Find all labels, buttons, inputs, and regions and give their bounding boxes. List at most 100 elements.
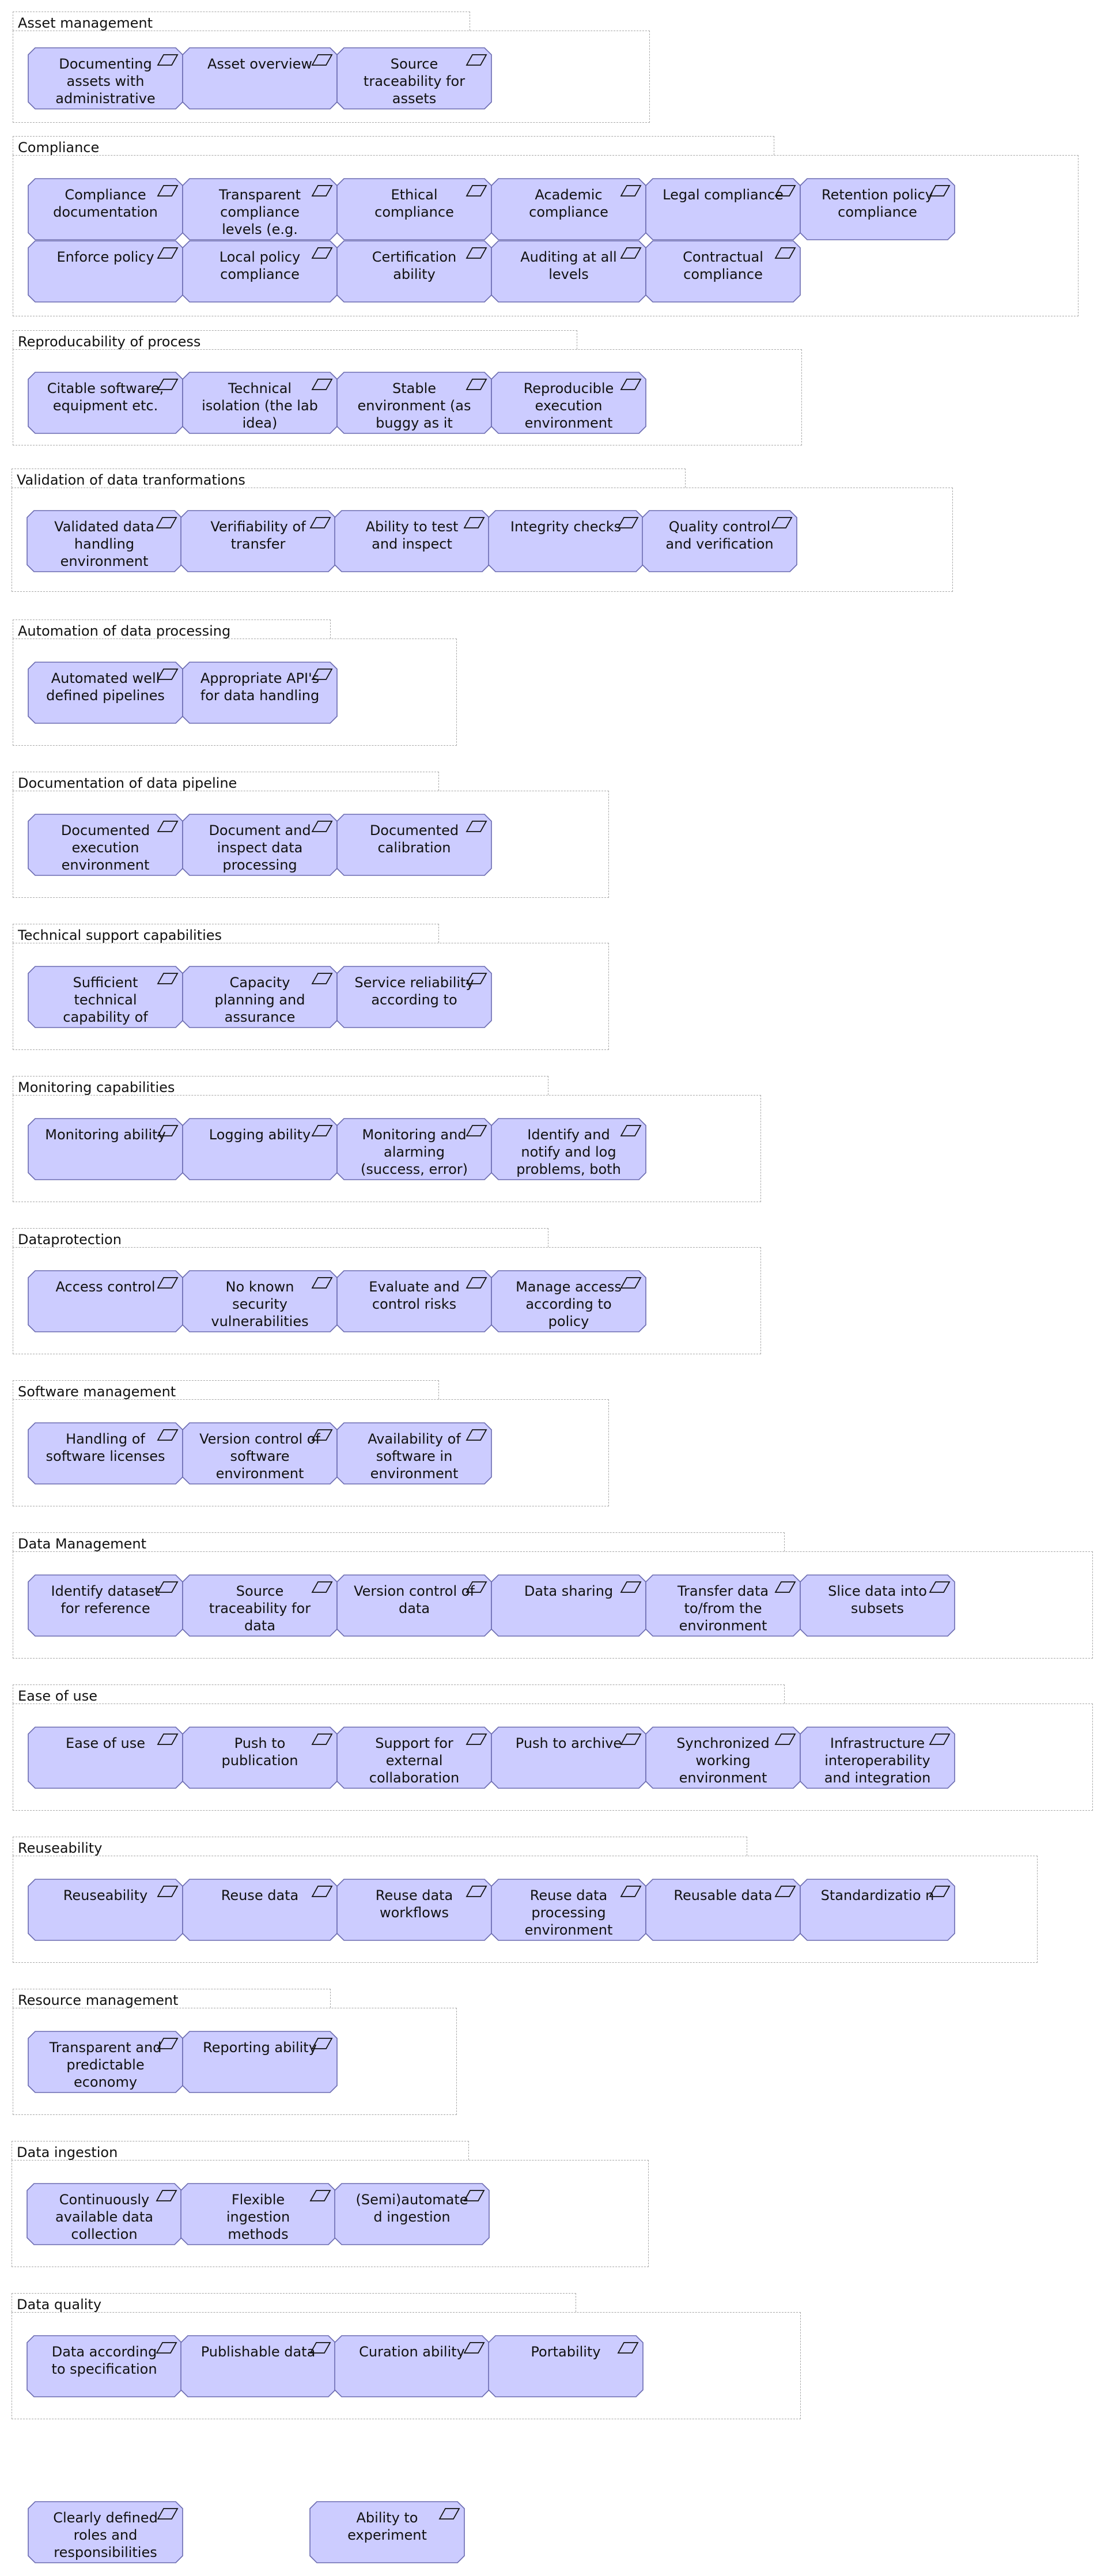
goal-element-handling-of-software-licenses[interactable]: Handling of software licenses: [28, 1422, 183, 1485]
element-shape: [491, 372, 646, 434]
goal-element-monitoring-and-alarming-success-error[interactable]: Monitoring and alarming (success, error): [336, 1118, 492, 1180]
group-asset-management[interactable]: Asset management: [13, 12, 650, 123]
element-body: [182, 662, 338, 724]
goal-element-manage-access-according-to-policy[interactable]: Manage access according to policy: [491, 1270, 646, 1332]
group-technical-support-capabilities[interactable]: Technical support capabilities: [13, 924, 609, 1050]
goal-element-citable-software-equipment-etc[interactable]: Citable software, equipment etc.: [28, 372, 183, 434]
goal-element-reusable-data[interactable]: Reusable data: [645, 1879, 801, 1941]
group-dataprotection[interactable]: Dataprotection: [13, 1228, 761, 1354]
goal-element-source-traceability-for-data[interactable]: Source traceability for data: [182, 1574, 338, 1637]
element-label: Transparent compliance levels (e.g.: [218, 187, 301, 237]
goal-element-availability-of-software-in-environment[interactable]: Availability of software in environment: [336, 1422, 492, 1485]
goal-element-data-according-to-specification[interactable]: Data according to specification: [27, 2335, 182, 2397]
group-data-management[interactable]: Data Management: [13, 1532, 1093, 1659]
goal-element-support-for-external-collaboration[interactable]: Support for external collaboration: [336, 1727, 492, 1789]
goal-element-clearly-defined-roles-and-responsibilities[interactable]: Clearly defined roles and responsibiliti…: [28, 2501, 183, 2563]
group-reuseability[interactable]: Reuseability: [13, 1837, 1038, 1963]
goal-element-monitoring-ability[interactable]: Monitoring ability: [28, 1118, 183, 1180]
goal-element-identify-and-notify-and-log-problems-both[interactable]: Identify and notify and log problems, bo…: [491, 1118, 646, 1180]
goal-element-source-traceability-for-assets[interactable]: Source traceability for assets: [336, 47, 492, 109]
element-body: [336, 1118, 492, 1180]
group-body: [13, 2008, 457, 2115]
goal-element-ability-to-test-and-inspect[interactable]: Ability to test and inspect: [334, 510, 490, 572]
goal-element-local-policy-compliance[interactable]: Local policy compliance: [182, 240, 338, 303]
element-shape: [491, 240, 646, 303]
group-compliance[interactable]: Compliance: [13, 136, 1078, 316]
goal-element-automated-well-defined-pipelines[interactable]: Automated well defined pipelines: [28, 662, 183, 724]
element-body: [182, 47, 338, 109]
goal-element-publishable-data[interactable]: Publishable data: [180, 2335, 336, 2397]
goal-element-reporting-ability[interactable]: Reporting ability: [182, 2031, 338, 2093]
goal-element-push-to-archive[interactable]: Push to archive: [491, 1727, 646, 1789]
group-data-ingestion[interactable]: Data ingestion: [12, 2141, 649, 2267]
goal-element-legal-compliance[interactable]: Legal compliance: [645, 178, 801, 240]
goal-element-transfer-data-to-from-the-environment[interactable]: Transfer data to/from the environment: [645, 1574, 801, 1637]
goal-element-evaluate-and-control-risks[interactable]: Evaluate and control risks: [336, 1270, 492, 1332]
goal-element-verifiability-of-transfer[interactable]: Verifiability of transfer: [180, 510, 336, 572]
goal-element-appropriate-api-s-for-data-handling[interactable]: Appropriate API's for data handling: [182, 662, 338, 724]
goal-element-integrity-checks[interactable]: Integrity checks: [488, 510, 644, 572]
goal-element-no-known-security-vulnerabilities[interactable]: No known security vulnerabilities: [182, 1270, 338, 1332]
group-documentation-of-data-pipeline[interactable]: Documentation of data pipeline: [13, 772, 609, 898]
goal-element-push-to-publication[interactable]: Push to publication: [182, 1727, 338, 1789]
goal-element-version-control-of-data[interactable]: Version control of data: [336, 1574, 492, 1637]
goal-element-documented-execution-environment[interactable]: Documented execution environment: [28, 814, 183, 876]
goal-element-document-and-inspect-data-processing[interactable]: Document and inspect data processing: [182, 814, 338, 876]
group-resource-management[interactable]: Resource management: [13, 1989, 457, 2115]
goal-element-data-sharing[interactable]: Data sharing: [491, 1574, 646, 1637]
goal-element-ease-of-use[interactable]: Ease of use: [28, 1727, 183, 1789]
goal-element-access-control[interactable]: Access control: [28, 1270, 183, 1332]
goal-element-retention-policy-compliance[interactable]: Retention policy compliance: [800, 178, 955, 240]
goal-element-ability-to-experiment[interactable]: Ability to experiment: [309, 2501, 465, 2563]
goal-element-service-reliability-according-to[interactable]: Service reliability according to: [336, 966, 492, 1028]
goal-element-portability[interactable]: Portability: [488, 2335, 644, 2397]
goal-element-identify-dataset-for-reference[interactable]: Identify dataset for reference: [28, 1574, 183, 1637]
goal-element-reuse-data[interactable]: Reuse data: [182, 1879, 338, 1941]
goal-element-standardizatio-n[interactable]: Standardizatio n: [800, 1879, 955, 1941]
group-software-management[interactable]: Software management: [13, 1380, 609, 1506]
goal-element-slice-data-into-subsets[interactable]: Slice data into subsets: [800, 1574, 955, 1637]
goal-element-reuseability[interactable]: Reuseability: [28, 1879, 183, 1941]
element-label: Push to archive: [515, 1735, 622, 1751]
element-label: No known security vulnerabilities: [211, 1279, 309, 1329]
goal-element-academic-compliance[interactable]: Academic compliance: [491, 178, 646, 240]
group-validation-of-data-tranformations[interactable]: Validation of data tranformations: [12, 469, 953, 592]
goal-parallelogram-icon: [620, 1125, 642, 1136]
goal-element-asset-overview[interactable]: Asset overview: [182, 47, 338, 109]
goal-element-semi-automate-d-ingestion[interactable]: (Semi)automate d ingestion: [334, 2183, 490, 2245]
goal-element-curation-ability[interactable]: Curation ability: [334, 2335, 490, 2397]
goal-element-logging-ability[interactable]: Logging ability: [182, 1118, 338, 1180]
goal-element-continuously-available-data-collection[interactable]: Continuously available data collection: [27, 2183, 182, 2245]
goal-element-compliance-documentation[interactable]: Compliance documentation: [28, 178, 183, 240]
goal-element-ethical-compliance[interactable]: Ethical compliance: [336, 178, 492, 240]
goal-element-stable-environment-as-buggy-as-it[interactable]: Stable environment (as buggy as it: [336, 372, 492, 434]
group-data-quality[interactable]: Data quality: [12, 2293, 801, 2419]
goal-element-sufficient-technical-capability-of[interactable]: Sufficient technical capability of: [28, 966, 183, 1028]
goal-element-certification-ability[interactable]: Certification ability: [336, 240, 492, 303]
goal-element-quality-control-and-verification[interactable]: Quality control and verification: [642, 510, 797, 572]
goal-element-flexible-ingestion-methods[interactable]: Flexible ingestion methods: [180, 2183, 336, 2245]
goal-element-reproducible-execution-environment[interactable]: Reproducible execution environment: [491, 372, 646, 434]
goal-element-version-control-of-software-environment[interactable]: Version control of software environment: [182, 1422, 338, 1485]
group-automation-of-data-processing[interactable]: Automation of data processing: [13, 620, 457, 746]
group-monitoring-capabilities[interactable]: Monitoring capabilities: [13, 1076, 761, 1202]
goal-element-documented-calibration[interactable]: Documented calibration: [336, 814, 492, 876]
group-reproducability-of-process[interactable]: Reproducability of process: [13, 330, 802, 445]
group-title: Automation of data processing: [18, 623, 231, 639]
goal-element-documenting-assets-with-administrative[interactable]: Documenting assets with administrative: [28, 47, 183, 109]
goal-element-enforce-policy[interactable]: Enforce policy: [28, 240, 183, 303]
element-label: Publishable data: [200, 2344, 316, 2360]
goal-element-validated-data-handling-environment[interactable]: Validated data handling environment: [27, 510, 182, 572]
goal-element-transparent-compliance-levels-e-g[interactable]: Transparent compliance levels (e.g.: [182, 178, 338, 240]
goal-element-technical-isolation-the-lab-idea[interactable]: Technical isolation (the lab idea): [182, 372, 338, 434]
element-body: [645, 1727, 801, 1789]
goal-element-synchronized-working-environment[interactable]: Synchronized working environment: [645, 1727, 801, 1789]
goal-element-capacity-planning-and-assurance[interactable]: Capacity planning and assurance: [182, 966, 338, 1028]
goal-element-infrastructure-interoperability-and-integration[interactable]: Infrastructure interoperability and inte…: [800, 1727, 955, 1789]
goal-element-auditing-at-all-levels[interactable]: Auditing at all levels: [491, 240, 646, 303]
goal-element-reuse-data-processing-environment[interactable]: Reuse data processing environment: [491, 1879, 646, 1941]
goal-element-contractual-compliance[interactable]: Contractual compliance: [645, 240, 801, 303]
goal-element-transparent-and-predictable-economy[interactable]: Transparent and predictable economy: [28, 2031, 183, 2093]
goal-element-reuse-data-workflows[interactable]: Reuse data workflows: [336, 1879, 492, 1941]
group-ease-of-use[interactable]: Ease of use: [13, 1684, 1093, 1811]
